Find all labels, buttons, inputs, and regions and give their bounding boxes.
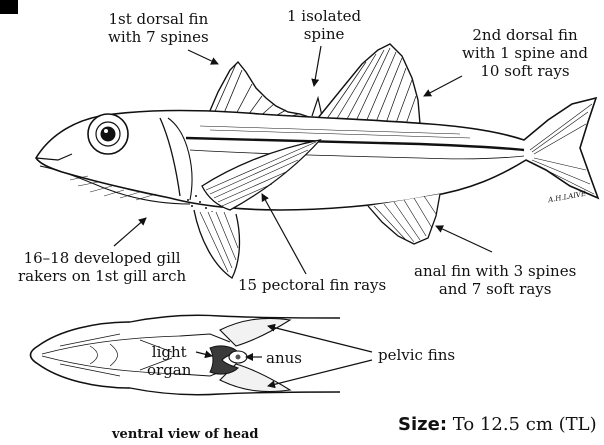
label-anus: anus [266, 349, 302, 367]
arrow-anal [436, 226, 492, 252]
label-pectoral-fin-rays: 15 pectoral fin rays [238, 276, 386, 294]
arrow-second-dorsal [424, 76, 462, 96]
arrow-first-dorsal [188, 50, 218, 64]
size-info: Size: To 12.5 cm (TL) [398, 414, 597, 435]
arrow-light-organ [196, 352, 212, 356]
size-label: Size: [398, 414, 447, 435]
size-value: To 12.5 cm (TL) [453, 414, 597, 435]
arrow-isolated-spine [314, 46, 321, 86]
arrow-gill-rakers [114, 218, 146, 246]
ventral-view-caption: ventral view of head [112, 427, 259, 442]
label-pelvic-fins: pelvic fins [378, 346, 455, 364]
